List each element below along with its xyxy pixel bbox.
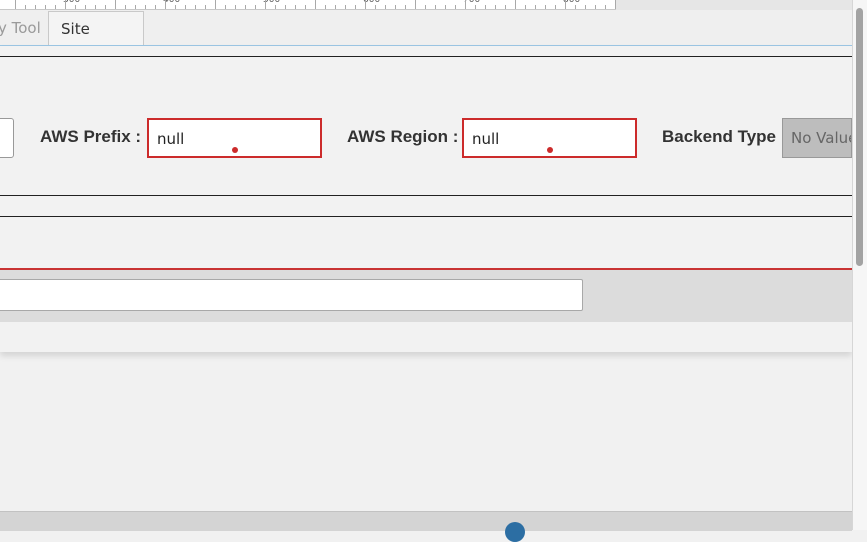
ruler-tick — [95, 5, 96, 9]
ruler-tick — [385, 5, 386, 9]
ruler-tick — [225, 5, 226, 9]
ruler-tick — [545, 5, 546, 9]
aws-prefix-input[interactable]: null — [147, 118, 322, 158]
ruler-mark: 800 — [563, 0, 581, 5]
ruler-tick — [15, 0, 16, 9]
aws-config-row: AWS Prefix : null AWS Region : null Back… — [0, 118, 852, 158]
scrollbar-thumb[interactable] — [856, 8, 863, 266]
required-dot-icon — [547, 147, 553, 153]
ruler-tick — [165, 0, 166, 9]
tab-bar: y Tool Site Config — [0, 10, 852, 72]
wide-text-input[interactable] — [0, 279, 583, 311]
ruler-tick — [175, 5, 176, 9]
footer-bar — [0, 511, 852, 531]
aws-region-value: null — [472, 130, 500, 148]
ruler-tick — [495, 5, 496, 9]
ruler-tick — [375, 5, 376, 9]
ruler-tick — [365, 0, 366, 9]
ruler-tick — [615, 0, 616, 9]
ruler-tick — [215, 0, 216, 9]
ruler-tick — [275, 5, 276, 9]
ruler-tick — [565, 0, 566, 9]
ruler-tick — [405, 5, 406, 9]
input-section — [0, 268, 852, 322]
ruler-mark: 700 — [463, 0, 481, 5]
ruler-tick — [135, 5, 136, 9]
ruler-tick — [145, 5, 146, 9]
aws-region-label: AWS Region : — [347, 127, 459, 146]
ruler-tick — [515, 0, 516, 9]
ruler-tick — [485, 5, 486, 9]
ruler-tick — [155, 5, 156, 9]
ruler-tick — [445, 5, 446, 9]
ruler-tick — [395, 5, 396, 9]
ruler-tick — [245, 5, 246, 9]
ruler-tick — [595, 5, 596, 9]
aws-prefix-value: null — [157, 130, 185, 148]
ruler-tick — [265, 0, 266, 9]
ruler-tick — [65, 0, 66, 9]
ruler-tick — [575, 5, 576, 9]
ruler-tick — [205, 5, 206, 9]
ruler-tick — [465, 0, 466, 9]
ruler-tick — [355, 5, 356, 9]
ruler-mark: 400 — [163, 0, 181, 5]
horizontal-ruler: 300 400 500 600 700 800 — [0, 0, 616, 10]
ruler-tick — [305, 5, 306, 9]
ruler-tick — [425, 5, 426, 9]
ruler-tick — [455, 5, 456, 9]
divider — [0, 216, 852, 217]
info-icon[interactable] — [505, 522, 525, 542]
tab-site-config[interactable]: Site Config — [48, 11, 144, 72]
ruler-tick — [45, 5, 46, 9]
ruler-tick — [235, 5, 236, 9]
backend-type-select[interactable]: No Value — [782, 118, 852, 158]
ruler-tick — [475, 5, 476, 9]
ruler-tick — [295, 5, 296, 9]
ruler-tick — [285, 5, 286, 9]
ruler-tick — [185, 5, 186, 9]
aws-prefix-label: AWS Prefix : — [40, 127, 142, 146]
aws-region-input[interactable]: null — [462, 118, 637, 158]
ruler-tick — [335, 5, 336, 9]
ruler-tick — [505, 5, 506, 9]
divider — [0, 56, 852, 57]
ruler-tick — [435, 5, 436, 9]
ruler-tick — [125, 5, 126, 9]
ruler-tick — [525, 5, 526, 9]
divider — [0, 195, 852, 196]
ruler-mark: 300 — [63, 0, 81, 5]
ruler-tick — [25, 5, 26, 9]
backend-type-label: Backend Type : — [662, 127, 787, 146]
ruler-tick — [605, 5, 606, 9]
ruler-tick — [75, 5, 76, 9]
ruler-tick — [85, 5, 86, 9]
required-dot-icon — [232, 147, 238, 153]
ruler-tick — [35, 5, 36, 9]
ruler-tick — [345, 5, 346, 9]
ruler-tick — [585, 5, 586, 9]
ruler-tick — [255, 5, 256, 9]
ruler-tick — [55, 5, 56, 9]
ruler-tick — [105, 5, 106, 9]
ruler-mark: 600 — [363, 0, 381, 5]
truncated-input[interactable] — [0, 118, 14, 158]
ruler-tick — [325, 5, 326, 9]
ruler-tick — [195, 5, 196, 9]
tab-tool[interactable]: y Tool — [0, 19, 41, 37]
ruler-tick — [415, 0, 416, 9]
ruler-tick — [555, 5, 556, 9]
ruler-tick — [115, 0, 116, 9]
ruler-tick — [535, 5, 536, 9]
ruler-tick — [315, 0, 316, 9]
ruler-mark: 500 — [263, 0, 281, 5]
